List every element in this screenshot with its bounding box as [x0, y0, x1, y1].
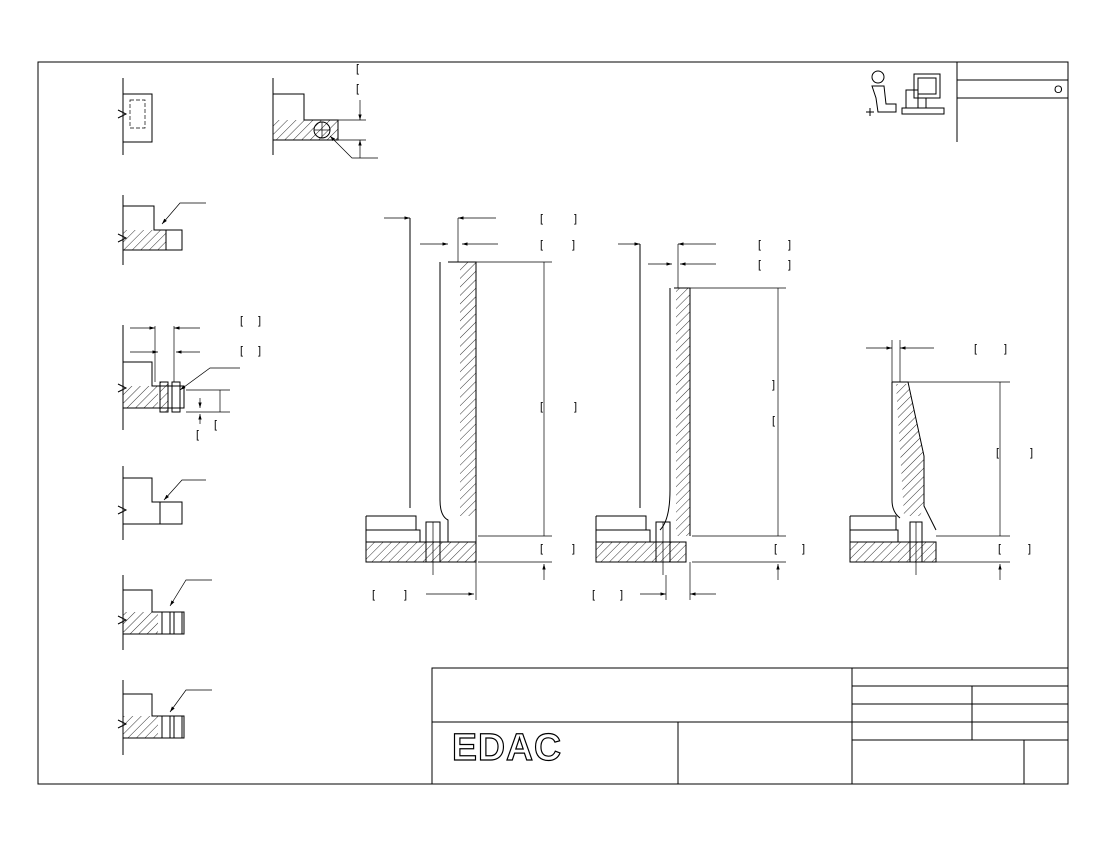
dim-bracket: [	[772, 415, 775, 427]
dim-bracket: ]	[258, 315, 261, 327]
dim-bracket: ]	[788, 259, 791, 271]
dim-bracket: [	[758, 239, 761, 251]
dim-bracket: ]	[574, 213, 577, 225]
detail-view-2: [ [	[272, 63, 378, 159]
detail-view-1	[117, 78, 153, 155]
dim-bracket: ]	[772, 379, 775, 391]
detail-view-5	[117, 466, 206, 540]
title-block	[431, 667, 1069, 785]
dim-bracket: [	[540, 543, 543, 555]
dim-bracket: ]	[404, 589, 407, 601]
detail-view-3	[117, 195, 206, 265]
dim-bracket: [	[592, 589, 595, 601]
dim-bracket: ]	[574, 401, 577, 413]
logo-text: EDAC	[452, 727, 562, 769]
dim-bracket: ]	[788, 239, 791, 251]
section-view-3: [ ] [ ] [ ]	[849, 340, 1033, 580]
dim-bracket: [	[372, 589, 375, 601]
dim-bracket: [	[240, 315, 243, 327]
dim-bracket: [	[540, 401, 543, 413]
operator-computer-icon	[866, 70, 945, 116]
dim-bracket: [	[774, 543, 777, 555]
revision-block: O	[956, 62, 1068, 142]
dim-bracket: ]	[572, 543, 575, 555]
dim-bracket: [	[196, 429, 199, 441]
dim-bracket: ]	[1028, 543, 1031, 555]
edac-logo: EDAC	[451, 726, 562, 769]
section-view-1: [ ] [ ] [ ] [ ] [ ]	[365, 213, 577, 601]
dim-bracket: [	[996, 447, 999, 459]
dim-bracket: [	[356, 63, 359, 75]
dim-bracket: [	[974, 343, 977, 355]
dim-bracket: ]	[1030, 447, 1033, 459]
dim-bracket: ]	[620, 589, 623, 601]
dim-bracket: ]	[258, 345, 261, 357]
revision-mark: O	[1054, 84, 1063, 96]
detail-view-7	[117, 680, 212, 755]
detail-view-4: [ ] [ ] [ [	[117, 315, 261, 441]
section-view-2: [ ] [ ] ] [ [ ] [ ]	[592, 239, 805, 601]
dim-bracket: [	[758, 259, 761, 271]
dim-bracket: ]	[1004, 343, 1007, 355]
dim-bracket: ]	[572, 239, 575, 251]
dim-bracket: [	[540, 239, 543, 251]
dim-bracket: [	[998, 543, 1001, 555]
dim-bracket: [	[214, 419, 217, 431]
detail-view-6	[117, 575, 212, 650]
dim-bracket: [	[356, 83, 359, 95]
dim-bracket: ]	[802, 543, 805, 555]
dim-bracket: [	[540, 213, 543, 225]
dim-bracket: [	[240, 345, 243, 357]
